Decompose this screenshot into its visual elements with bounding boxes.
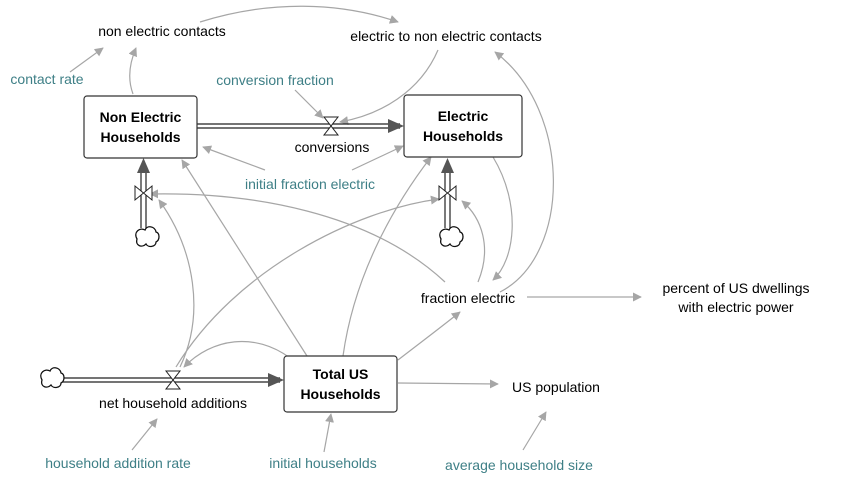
conversions-pipe — [196, 123, 400, 129]
elec-inflow-pipe — [444, 170, 451, 228]
link-initial-households — [323, 413, 334, 453]
link-conversion-fraction — [294, 89, 324, 119]
param-conversion-fraction[interactable]: conversion fraction — [216, 72, 334, 88]
link-initial-fraction-to-nonelec — [202, 145, 266, 171]
link-total-to-nonelec — [181, 159, 308, 357]
conversions-pipe-arrowhead — [388, 119, 404, 133]
influence-links — [69, 5, 642, 453]
link-fraction-to-nonelec-valve — [149, 189, 446, 283]
net-additions-valve-icon[interactable] — [164, 370, 182, 390]
link-total-to-population — [397, 379, 499, 389]
aux-percent-dwellings-line1[interactable]: percent of US dwellings — [662, 280, 809, 296]
param-average-household-size[interactable]: average household size — [445, 457, 593, 473]
aux-us-population[interactable]: US population — [512, 379, 600, 395]
link-nonelec-to-contacts — [128, 47, 137, 95]
stock-label-line1: Non Electric — [100, 109, 182, 125]
param-household-addition-rate[interactable]: household addition rate — [45, 455, 191, 471]
stock-non-electric-households[interactable]: Non Electric Households — [83, 95, 198, 159]
cloud-source-net-additions-icon — [40, 367, 65, 389]
aux-fraction-electric[interactable]: fraction electric — [421, 290, 515, 306]
net-additions-pipe-arrowhead — [268, 373, 284, 387]
nonelec-inflow-valve-icon[interactable] — [134, 184, 153, 202]
link-household-size — [522, 411, 547, 451]
link-addition-rate — [131, 418, 158, 451]
conversions-valve-icon[interactable] — [322, 116, 340, 136]
stock-total-us-households[interactable]: Total US Households — [283, 355, 398, 413]
net-additions-pipe — [60, 377, 280, 383]
aux-non-electric-contacts[interactable]: non electric contacts — [98, 23, 226, 39]
stock-label-line1: Total US — [313, 366, 369, 382]
valves — [134, 116, 457, 390]
stock-box — [83, 95, 198, 159]
link-total-to-fraction — [397, 311, 461, 361]
stock-box — [283, 355, 398, 413]
link-contacts-to-electric-contacts — [199, 5, 399, 24]
flow-pipes — [60, 119, 454, 387]
param-initial-fraction-electric[interactable]: initial fraction electric — [245, 176, 375, 192]
nonelec-inflow-arrowhead — [137, 158, 150, 173]
stock-box — [403, 94, 523, 158]
link-initial-fraction-to-elec — [351, 145, 404, 171]
link-fraction-to-electric-contacts — [494, 51, 554, 293]
cloud-source-elec-icon — [439, 226, 464, 248]
clouds — [40, 226, 464, 389]
link-net-additions-to-elec-valve — [175, 195, 440, 368]
stock-label-line1: Electric — [438, 108, 489, 124]
stock-electric-households[interactable]: Electric Households — [403, 94, 523, 158]
link-net-additions-to-nonelec-valve — [158, 199, 195, 368]
cloud-source-nonelec-icon — [135, 226, 160, 248]
link-contact-rate — [69, 47, 104, 73]
param-initial-households[interactable]: initial households — [269, 455, 376, 471]
nonelec-inflow-pipe — [140, 170, 147, 228]
elec-inflow-arrowhead — [441, 158, 454, 173]
link-total-to-net-additions — [183, 340, 291, 368]
aux-electric-to-non-electric-contacts[interactable]: electric to non electric contacts — [350, 28, 541, 44]
link-total-to-elec — [342, 156, 432, 357]
flow-label-net-household-additions[interactable]: net household additions — [99, 395, 247, 411]
link-electric-contacts-to-conversions — [339, 49, 439, 126]
link-fraction-to-elec-valve — [461, 200, 486, 283]
aux-percent-dwellings-line2[interactable]: with electric power — [677, 299, 793, 315]
elec-inflow-valve-icon[interactable] — [438, 184, 457, 202]
stock-label-line2: Households — [300, 386, 380, 402]
stock-label-line2: Households — [423, 128, 503, 144]
link-elec-to-fraction — [492, 156, 513, 281]
stock-label-line2: Households — [100, 129, 180, 145]
param-contact-rate[interactable]: contact rate — [10, 71, 83, 87]
flow-label-conversions[interactable]: conversions — [295, 139, 370, 155]
